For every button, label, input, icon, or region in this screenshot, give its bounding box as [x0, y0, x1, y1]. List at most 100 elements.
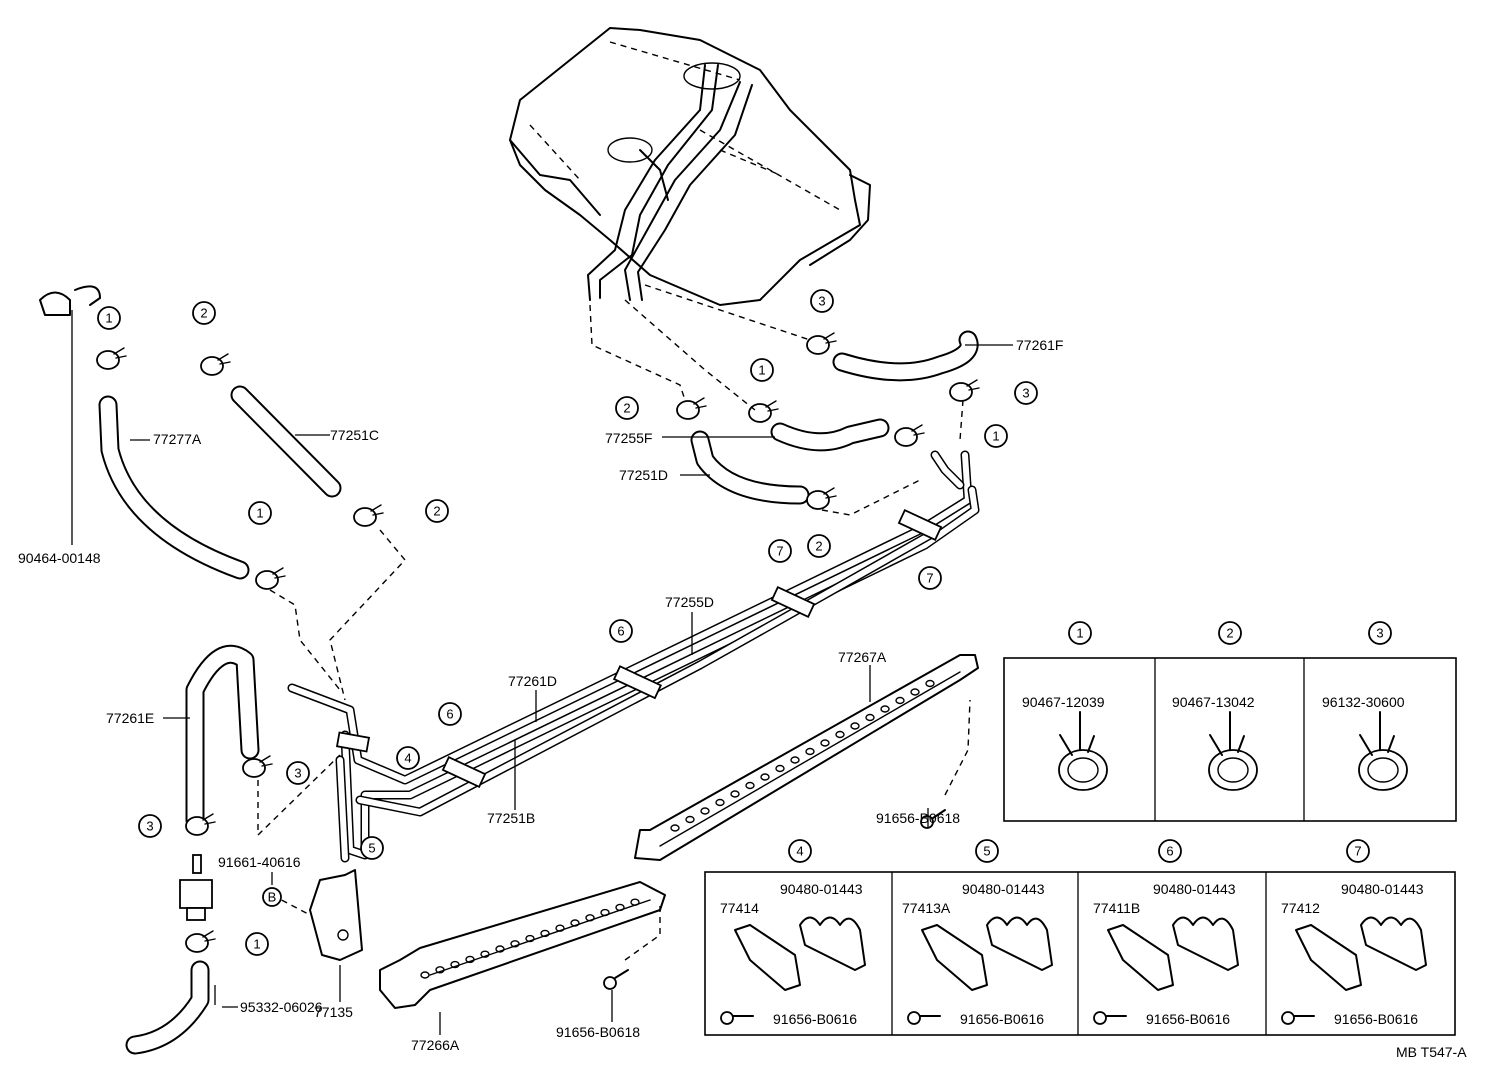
- clamp-part-number: 96132-30600: [1322, 694, 1405, 710]
- hose-clamp: [255, 567, 286, 590]
- hose-clamp: [242, 755, 273, 778]
- label-77261f: 77261F: [1016, 337, 1063, 353]
- marker-b: B: [268, 890, 277, 905]
- hose-clamp: [894, 424, 925, 447]
- svg-text:3: 3: [818, 294, 825, 309]
- label-77255f: 77255F: [605, 430, 652, 446]
- svg-text:1: 1: [253, 937, 260, 952]
- svg-text:3: 3: [1376, 626, 1383, 641]
- callout-3: 3: [810, 289, 834, 313]
- bolt-part-number: 91656-B0616: [1334, 1011, 1418, 1027]
- clip-part-number: 90480-01443: [962, 881, 1045, 897]
- svg-text:4: 4: [404, 751, 411, 766]
- svg-text:6: 6: [617, 624, 624, 639]
- clamp-cell-3: 3 96132-30600: [1322, 621, 1408, 791]
- assembly-leaders: [257, 284, 971, 961]
- callout-2: 2: [807, 534, 831, 558]
- bolt-91656-b0618-lower: [603, 969, 629, 990]
- callout-3: 3: [1014, 381, 1038, 405]
- label-91656-b0618-upper: 91656-B0618: [876, 810, 960, 826]
- hose-clamp: [949, 379, 980, 402]
- svg-text:1: 1: [256, 506, 263, 521]
- hose-clamp: [806, 487, 837, 510]
- hose-77251c: [230, 385, 342, 498]
- svg-text:1: 1: [758, 363, 765, 378]
- bracket-part-number: 77414: [720, 900, 759, 916]
- callout-1: 1: [248, 501, 272, 525]
- label-77251d: 77251D: [619, 467, 668, 483]
- callout-1: 1: [984, 424, 1008, 448]
- hose-clamp: [96, 347, 127, 370]
- svg-text:1: 1: [1076, 626, 1083, 641]
- label-77261e: 77261E: [106, 710, 154, 726]
- svg-text:7: 7: [926, 571, 933, 586]
- svg-text:3: 3: [294, 766, 301, 781]
- callout-6: 6: [438, 702, 462, 726]
- callout-5: 5: [360, 836, 384, 860]
- clamp-part-number: 90467-13042: [1172, 694, 1255, 710]
- svg-text:1: 1: [105, 311, 112, 326]
- label-77267a: 77267A: [838, 649, 887, 665]
- label-77261d: 77261D: [508, 673, 557, 689]
- clip-90464-00148: [39, 285, 101, 316]
- hose-clamp: [748, 400, 779, 423]
- hose-77261e: [185, 644, 260, 830]
- figure-code: MB T547-A: [1396, 1044, 1467, 1060]
- svg-text:1: 1: [992, 429, 999, 444]
- svg-text:5: 5: [368, 841, 375, 856]
- label-91661-40616: 91661-40616: [218, 854, 301, 870]
- bracket-77135: [309, 869, 363, 961]
- part-leaders: [71, 310, 1013, 1035]
- bracket-part-number: 77413A: [902, 900, 951, 916]
- hose-95332-06026: [125, 960, 210, 1055]
- callout-2: 2: [192, 301, 216, 325]
- bolt-part-number: 91656-B0616: [960, 1011, 1044, 1027]
- callout-3: 3: [286, 761, 310, 785]
- svg-text:3: 3: [146, 819, 153, 834]
- hose-clamp: [676, 397, 707, 420]
- callout-2: 2: [615, 396, 639, 420]
- svg-text:6: 6: [446, 707, 453, 722]
- svg-text:3: 3: [1022, 386, 1029, 401]
- svg-text:5: 5: [983, 844, 990, 859]
- hose-clamps: [96, 332, 980, 953]
- callout-3: 3: [138, 814, 162, 838]
- hose-77277a: [98, 395, 250, 580]
- hose-clamp: [200, 353, 231, 376]
- hose-clamp: [185, 930, 216, 953]
- clip-part-number: 90480-01443: [780, 881, 863, 897]
- label-77277a: 77277A: [153, 431, 202, 447]
- hose-clamp: [185, 813, 216, 836]
- bracket-part-number: 77412: [1281, 900, 1320, 916]
- hose-77251d: [690, 430, 810, 505]
- svg-text:2: 2: [200, 306, 207, 321]
- marker-b-circle: [262, 887, 282, 907]
- fuel-lines-main: [287, 450, 980, 863]
- bolt-part-number: 91656-B0616: [1146, 1011, 1230, 1027]
- fuel-filter: [179, 854, 213, 921]
- svg-text:6: 6: [1166, 844, 1173, 859]
- label-90464-00148: 90464-00148: [18, 550, 101, 566]
- rail-77266a: [379, 881, 666, 1009]
- callout-1: 1: [245, 932, 269, 956]
- clip-part-number: 90480-01443: [1341, 881, 1424, 897]
- svg-text:2: 2: [433, 504, 440, 519]
- label-95332-06026: 95332-06026: [240, 999, 323, 1015]
- bolt-91656-b0618-upper: [920, 809, 946, 829]
- bolt-part-number: 91656-B0616: [773, 1011, 857, 1027]
- label-77251b: 77251B: [487, 810, 535, 826]
- line-clips: [335, 509, 943, 788]
- callout-1: 1: [750, 358, 774, 382]
- rail-77267a: [634, 654, 979, 861]
- hose-clamp: [806, 332, 837, 355]
- callout-6: 6: [609, 619, 633, 643]
- clip-part-number: 90480-01443: [1153, 881, 1236, 897]
